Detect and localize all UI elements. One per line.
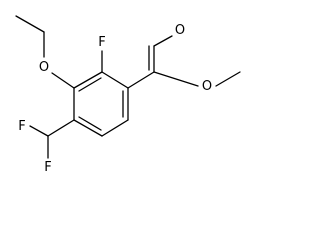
ring-bond	[73, 71, 103, 89]
o-methyl-bond	[215, 71, 241, 87]
difluoro-f-lower-label: F	[44, 160, 51, 175]
c-o-bond	[51, 72, 75, 89]
ch2-ch3-bond	[15, 15, 45, 33]
carbonyl-oxygen-label: O	[175, 23, 185, 38]
ring-double-bond	[78, 77, 102, 92]
ether-oxygen-label: O	[39, 60, 49, 75]
c-c-ester-bond	[127, 71, 155, 89]
ring-bond	[101, 71, 129, 89]
ring-fluorine-label: F	[98, 35, 105, 50]
structure-canvas: F O O O F F	[15, 15, 241, 175]
c-chf2-bond	[47, 119, 75, 137]
benzene-ring	[73, 71, 129, 137]
chemical-structure: F O O O F F	[15, 15, 241, 175]
c-f-upper-bond	[29, 125, 49, 137]
c-o-ester-bond	[153, 71, 199, 87]
ester-oxygen-label: O	[202, 79, 212, 94]
carbonyl-connector	[153, 35, 173, 47]
difluoro-f-upper-label: F	[18, 119, 25, 134]
ring-double-bond	[78, 116, 102, 131]
ring-bond	[73, 119, 103, 137]
ring-bond	[101, 119, 129, 137]
